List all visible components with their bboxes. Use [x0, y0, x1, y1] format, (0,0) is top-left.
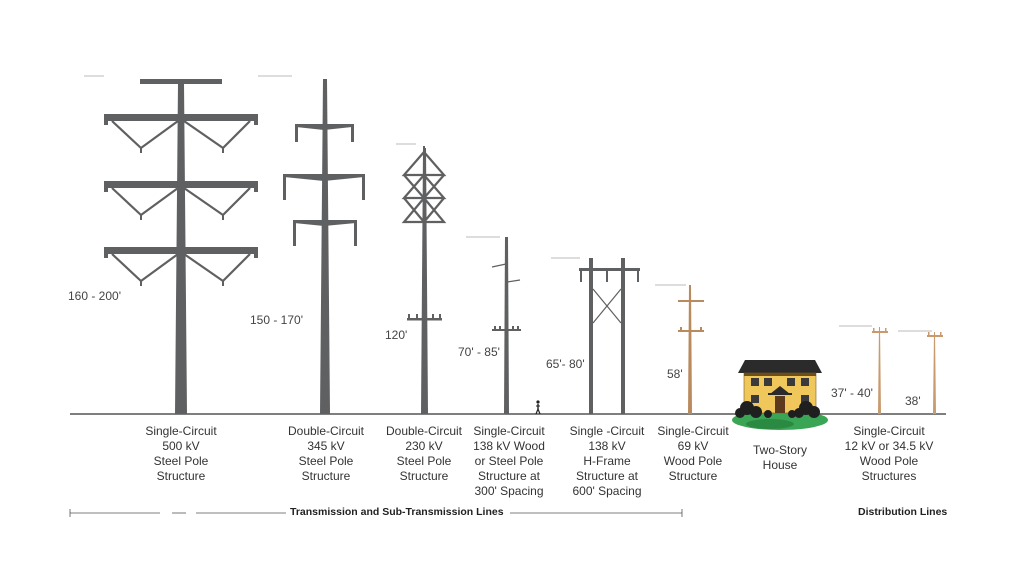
caption-line: Single-Circuit [473, 424, 545, 438]
caption-line: Single -Circuit [569, 424, 645, 438]
caption-line: 345 kV [307, 439, 345, 453]
structure-345kv-steel-pole [283, 79, 365, 414]
section-bracket-transmission [69, 509, 683, 517]
caption-line: 12 kV or 34.5 kV [844, 439, 934, 453]
caption-line: Steel Pole [298, 454, 354, 468]
caption-138kv-h-frame: Single -Circuit 138 kV H-Frame Structure… [562, 424, 652, 499]
caption-line: 138 kV [588, 439, 626, 453]
caption-500kv: Single-Circuit 500 kV Steel Pole Structu… [121, 424, 241, 484]
height-label-138kv-h-frame: 65'- 80' [546, 357, 585, 371]
section-label-distribution: Distribution Lines [858, 506, 948, 518]
caption-345kv: Double-Circuit 345 kV Steel Pole Structu… [266, 424, 386, 484]
section-label-transmission: Transmission and Sub-Transmission Lines [290, 506, 504, 518]
caption-line: 600' Spacing [572, 484, 642, 498]
structure-230kv-steel-pole [401, 146, 447, 414]
caption-line: Structure [156, 469, 206, 483]
structure-distribution-poles [872, 327, 943, 414]
caption-line: Single-Circuit [657, 424, 729, 438]
caption-69kv: Single-Circuit 69 kV Wood Pole Structure [648, 424, 738, 484]
caption-line: Structure [668, 469, 718, 483]
caption-line: Structure [399, 469, 449, 483]
caption-line: Wood Pole [663, 454, 723, 468]
caption-line: Single-Circuit [853, 424, 925, 438]
caption-line: Single-Circuit [145, 424, 217, 438]
caption-line: Double-Circuit [385, 424, 463, 438]
caption-line: House [762, 458, 798, 472]
height-label-230kv: 120' [385, 328, 408, 342]
caption-line: Structure at [575, 469, 639, 483]
height-label-69kv: 58' [667, 367, 683, 381]
caption-line: Two-Story [752, 443, 807, 457]
height-label-138kv-wood: 70' - 85' [458, 345, 500, 359]
person-scale-figure [535, 400, 541, 415]
caption-house: Two-Story House [738, 443, 822, 473]
height-label-distribution-1: 37' - 40' [831, 386, 873, 400]
caption-line: H-Frame [583, 454, 631, 468]
caption-line: Structures [861, 469, 917, 483]
caption-line: Steel Pole [153, 454, 209, 468]
structure-69kv-wood-pole [678, 285, 704, 414]
height-reference-ticks [84, 75, 932, 332]
caption-line: 230 kV [405, 439, 443, 453]
caption-line: Steel Pole [396, 454, 452, 468]
caption-line: Double-Circuit [287, 424, 365, 438]
two-story-house [732, 360, 828, 430]
structure-500kv-steel-pole [104, 79, 258, 414]
caption-line: 500 kV [162, 439, 200, 453]
caption-line: 69 kV [677, 439, 709, 453]
height-label-345kv: 150 - 170' [250, 313, 303, 327]
structure-138kv-wood-pole [491, 237, 521, 414]
height-label-distribution-2: 38' [905, 394, 921, 408]
height-label-500kv: 160 - 200' [68, 289, 121, 303]
caption-230kv: Double-Circuit 230 kV Steel Pole Structu… [379, 424, 469, 484]
caption-line: or Steel Pole [474, 454, 544, 468]
caption-line: 138 kV Wood [473, 439, 545, 453]
caption-distribution: Single-Circuit 12 kV or 34.5 kV Wood Pol… [834, 424, 944, 484]
caption-line: Structure at [477, 469, 541, 483]
caption-line: Structure [301, 469, 351, 483]
structure-138kv-h-frame [579, 258, 640, 414]
caption-line: 300' Spacing [474, 484, 544, 498]
caption-line: Wood Pole [859, 454, 919, 468]
caption-138kv-wood: Single-Circuit 138 kV Wood or Steel Pole… [464, 424, 554, 499]
